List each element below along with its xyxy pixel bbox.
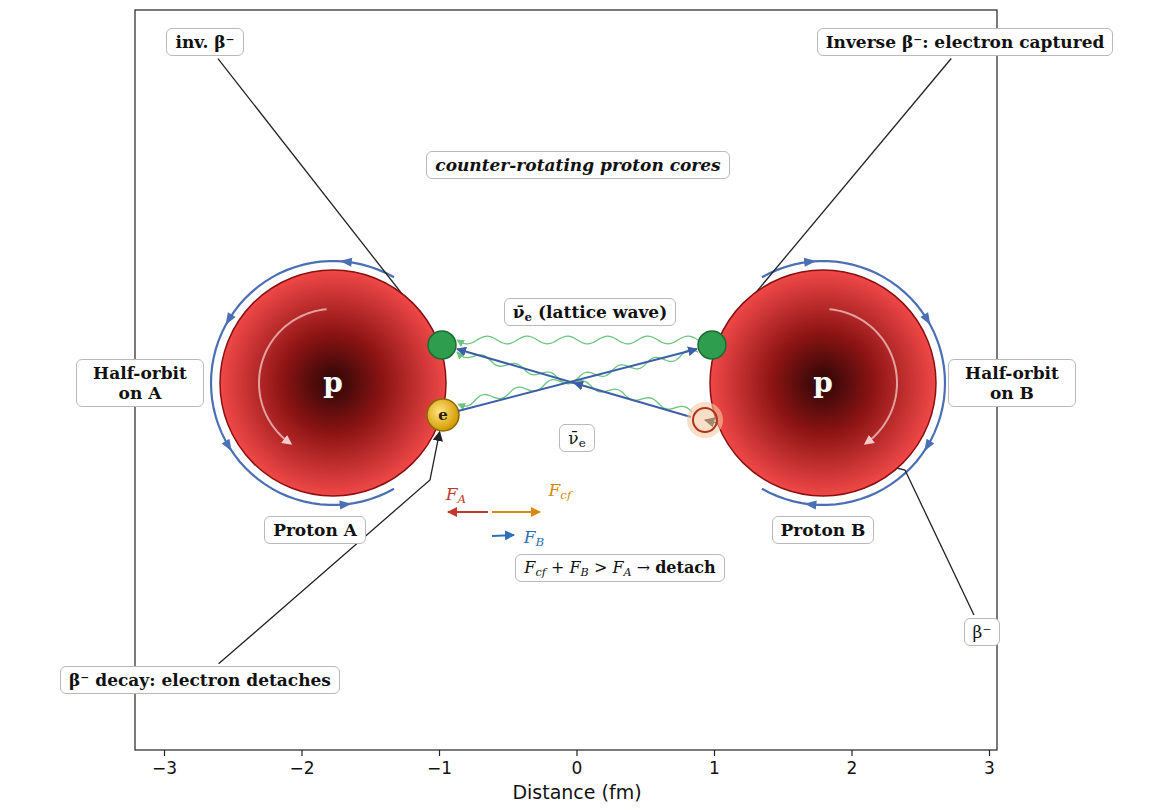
callout-box: β⁻ [964, 618, 1001, 646]
node-text: ν̄e [568, 428, 585, 448]
callout-box: β⁻ decay: electron detaches [60, 666, 340, 694]
tick-label: −2 [289, 759, 314, 778]
axis-ticks [165, 750, 990, 756]
node-text: Fcf + FB > FA → detach [524, 558, 715, 577]
tick-label: 3 [984, 759, 995, 778]
orbit-arrowhead [222, 439, 236, 454]
tick-mark [164, 750, 165, 756]
vacated-site [693, 408, 717, 432]
electron: e [425, 397, 461, 433]
tick-mark [714, 750, 715, 756]
circle-shape [427, 399, 459, 431]
tick-mark [576, 750, 577, 756]
spin-arrows [259, 309, 897, 443]
capture-site [698, 331, 726, 359]
node-text: inv. β⁻ [175, 32, 234, 52]
orbit-arrowhead [339, 257, 352, 267]
tick-mark [439, 750, 440, 756]
orbit-arrowhead [339, 499, 352, 509]
node-text: Proton A [273, 520, 357, 540]
orbit-paths [211, 257, 945, 510]
tick-mark [989, 750, 990, 756]
circle-shape [710, 270, 936, 496]
part-label: Proton A [264, 516, 366, 544]
axis-title: Distance (fm) [512, 782, 641, 803]
capture-site [428, 331, 456, 359]
neutrino-waves [457, 336, 698, 412]
node-text: p [323, 369, 343, 397]
orbit-label: Half-orbit on A [76, 359, 204, 408]
node-text: ν̄e (lattice wave) [513, 302, 667, 322]
tick-mark [301, 750, 302, 756]
node-text: Proton B [781, 520, 866, 540]
tick-label: 1 [709, 759, 720, 778]
spin-arrow [829, 309, 897, 443]
electron-path [457, 349, 691, 417]
electron-path [458, 349, 697, 411]
orbit-arrowhead [920, 439, 934, 454]
circle-shape [220, 270, 446, 496]
force-label: FB [524, 528, 545, 547]
callout-box: ν̄e (lattice wave) [504, 298, 676, 326]
node-text: Inverse β⁻: electron captured [826, 32, 1105, 52]
capture-halo [687, 402, 723, 438]
proton-core: p [218, 268, 448, 498]
spin-arrow [259, 309, 327, 443]
node-text: β⁻ decay: electron detaches [69, 670, 331, 690]
node-text: counter-rotating proton cores [435, 155, 720, 175]
tick-mark [851, 750, 852, 756]
title-box: counter-rotating proton cores [426, 151, 729, 179]
force-arrow [492, 535, 514, 536]
node-text: β⁻ [973, 622, 992, 642]
tick-label: −3 [152, 759, 177, 778]
tick-label: −1 [427, 759, 452, 778]
node-text: Half-orbit on A [85, 363, 195, 404]
callout-box: Inverse β⁻: electron captured [817, 28, 1114, 56]
plot-frame [135, 10, 997, 750]
formula-box: Fcf + FB > FA → detach [515, 554, 724, 581]
orbit-arrowhead [222, 312, 236, 327]
orbit-label: Half-orbit on B [948, 359, 1076, 408]
tick-label: 2 [847, 759, 858, 778]
tick-label: 0 [572, 759, 583, 778]
node-text: e [438, 408, 448, 423]
orbit-arrowhead [804, 257, 817, 267]
force-arrow [492, 511, 540, 513]
force-label: Fcf [549, 481, 572, 500]
orbit-arrowhead [804, 499, 817, 509]
force-label: FA [446, 485, 466, 504]
node-text: Half-orbit on B [957, 363, 1067, 404]
neutrino-wave [457, 336, 698, 344]
part-label: Proton B [772, 516, 875, 544]
node-text: p [813, 369, 833, 397]
proton-core: p [708, 268, 938, 498]
orbit-arrowhead [920, 312, 934, 327]
neutrino-box: ν̄e [559, 424, 594, 452]
callout-box: inv. β⁻ [166, 28, 243, 56]
force-arrow [448, 511, 488, 513]
